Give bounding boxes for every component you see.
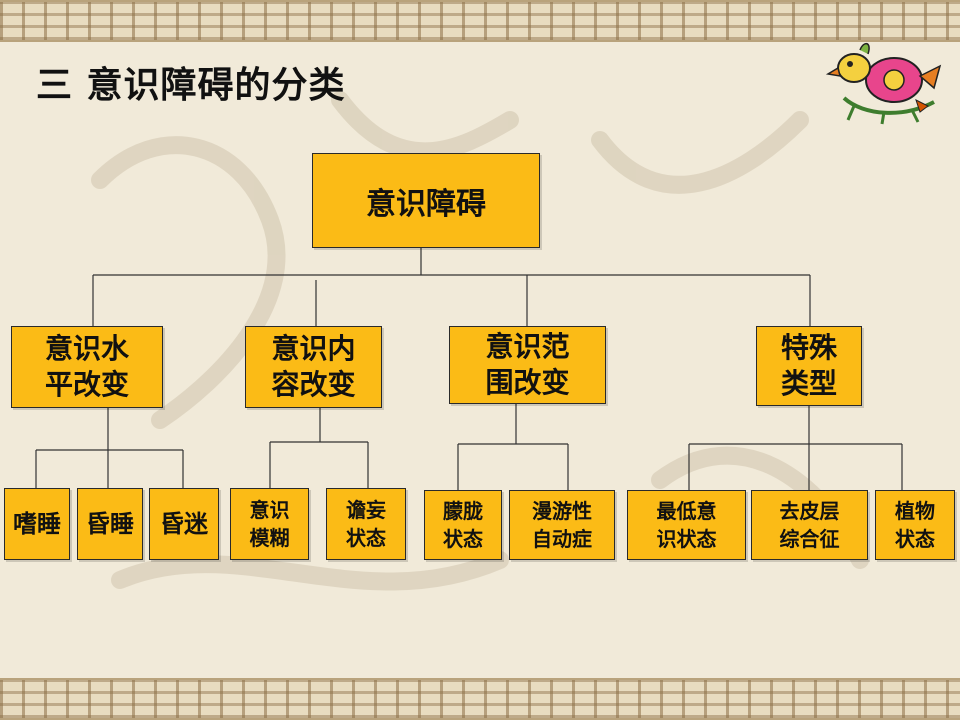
- root-node: 意识障碍: [312, 153, 540, 248]
- category-label: 特殊 类型: [780, 331, 837, 400]
- leaf-label: 朦胧 状态: [443, 499, 483, 551]
- category-node: 意识水 平改变: [11, 326, 163, 408]
- leaf-node: 朦胧 状态: [424, 490, 502, 560]
- leaf-label: 嗜睡: [13, 510, 61, 538]
- leaf-node: 嗜睡: [4, 488, 70, 560]
- leaf-node: 意识 模糊: [230, 488, 309, 560]
- leaf-node: 昏睡: [77, 488, 143, 560]
- leaf-label: 最低意 识状态: [656, 499, 717, 551]
- leaf-label: 漫游性 自动症: [532, 499, 592, 551]
- top-decorative-border: [0, 0, 960, 42]
- leaf-node: 昏迷: [149, 488, 219, 560]
- leaf-node: 谵妄 状态: [326, 488, 406, 560]
- leaf-label: 植物 状态: [895, 499, 935, 551]
- leaf-node: 最低意 识状态: [627, 490, 746, 560]
- category-node: 意识范 围改变: [449, 326, 606, 404]
- leaf-label: 昏睡: [86, 510, 134, 538]
- category-node: 意识内 容改变: [245, 326, 382, 408]
- leaf-node: 去皮层 综合征: [751, 490, 868, 560]
- leaf-node: 植物 状态: [875, 490, 955, 560]
- leaf-label: 意识 模糊: [249, 498, 290, 550]
- root-node-label: 意识障碍: [366, 186, 486, 222]
- category-label: 意识范 围改变: [485, 330, 570, 399]
- category-label: 意识内 容改变: [271, 332, 356, 401]
- category-label: 意识水 平改变: [44, 332, 129, 401]
- bird-mascot-icon: [825, 42, 942, 125]
- leaf-label: 去皮层 综合征: [779, 499, 840, 551]
- category-node: 特殊 类型: [756, 326, 862, 406]
- leaf-label: 谵妄 状态: [346, 498, 386, 550]
- leaf-label: 昏迷: [160, 510, 208, 538]
- bottom-decorative-border: [0, 678, 960, 720]
- leaf-node: 漫游性 自动症: [509, 490, 615, 560]
- slide-title: 三 意识障碍的分类: [36, 65, 346, 106]
